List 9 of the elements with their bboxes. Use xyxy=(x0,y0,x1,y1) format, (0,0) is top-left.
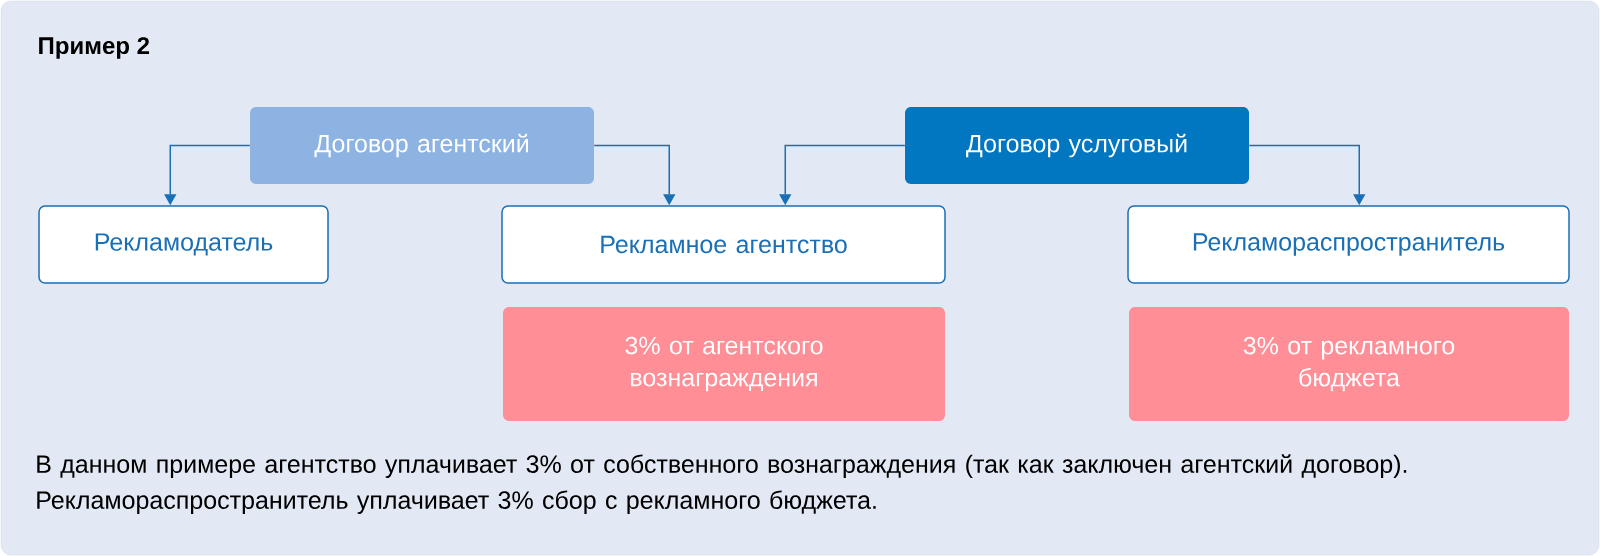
heading: Пример 2 xyxy=(39,37,150,59)
fee-box: 3% от рекламного бюджета xyxy=(1129,307,1569,421)
fee-box: 3% от агентского вознаграждения xyxy=(503,307,945,421)
note-text: В данном примере агентство уплачивает 3% от собственного вознаграждения (так как заключен агентский договор). Рекламораспространитель уплачивает 3% сбор с рекламного бюджета. xyxy=(37,454,1407,514)
party-box: Рекламодатель xyxy=(38,205,329,284)
contract-box: Договор услуговый xyxy=(905,107,1249,184)
contract-box: Договор агентский xyxy=(250,107,594,184)
party-box: Рекламораспространитель xyxy=(1127,205,1570,284)
party-box: Рекламное агентство xyxy=(501,205,946,284)
